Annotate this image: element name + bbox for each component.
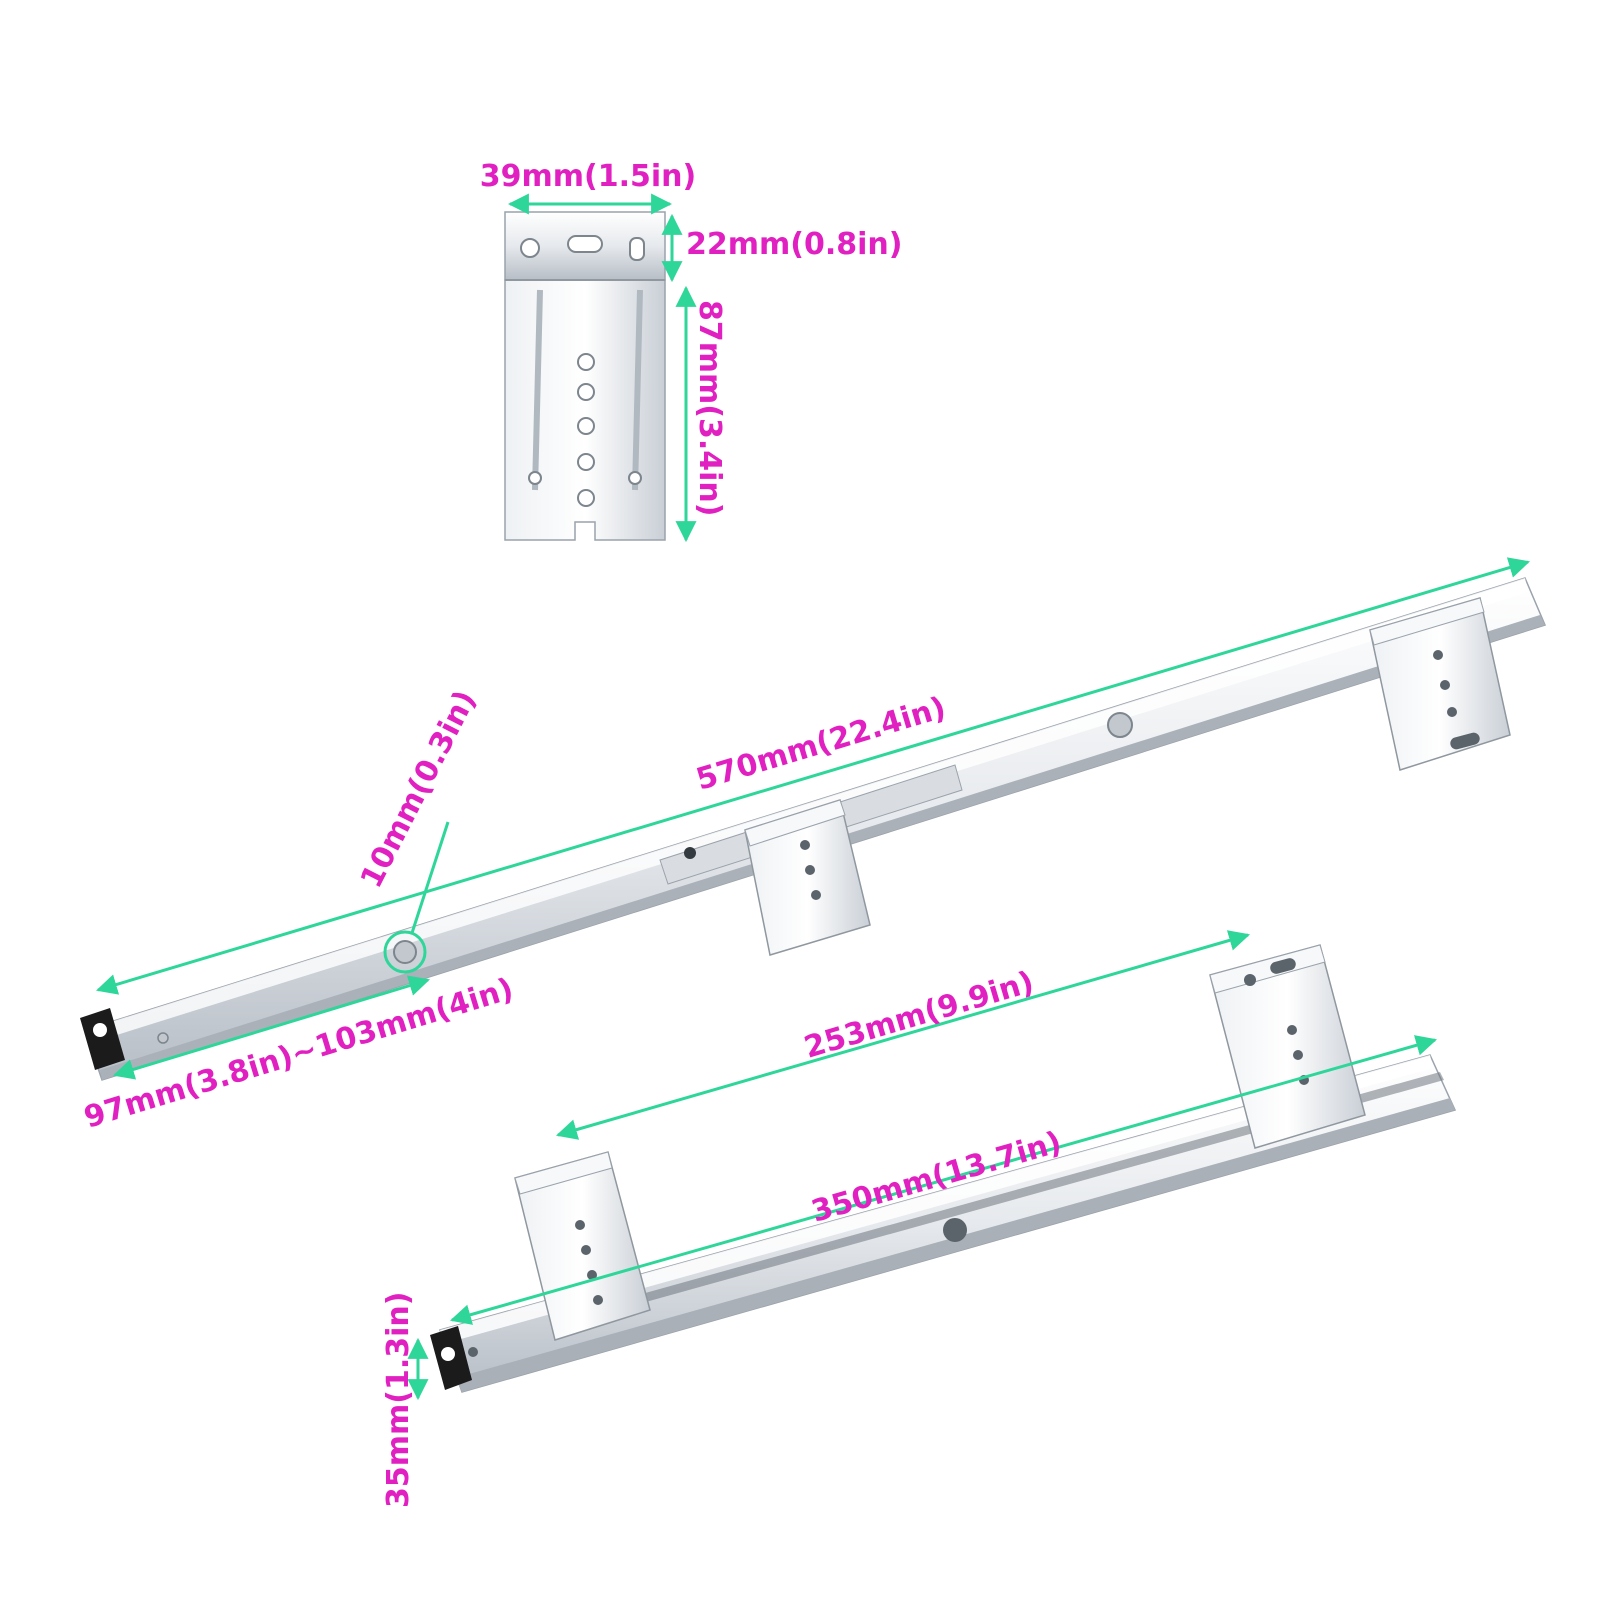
bracket-height-label: 87mm(3.4in) [692, 300, 727, 516]
hole-diameter-label: 10mm(0.3in) [354, 685, 483, 894]
bracket-top-height-label: 22mm(0.8in) [686, 227, 902, 262]
hole-highlight-circle [383, 930, 427, 974]
slide-long-length-dimension [95, 557, 1531, 995]
slide-short-length-dimension [449, 1035, 1438, 1325]
bracket-width-label: 39mm(1.5in) [480, 159, 696, 194]
rear-bracket-icon [504, 211, 666, 541]
bracket-spacing-label: 253mm(9.9in) [800, 965, 1038, 1066]
slide-height-label: 35mm(1.3in) [381, 1292, 416, 1508]
hole-leader-line [410, 821, 450, 934]
extension-range-dimension [112, 975, 431, 1080]
